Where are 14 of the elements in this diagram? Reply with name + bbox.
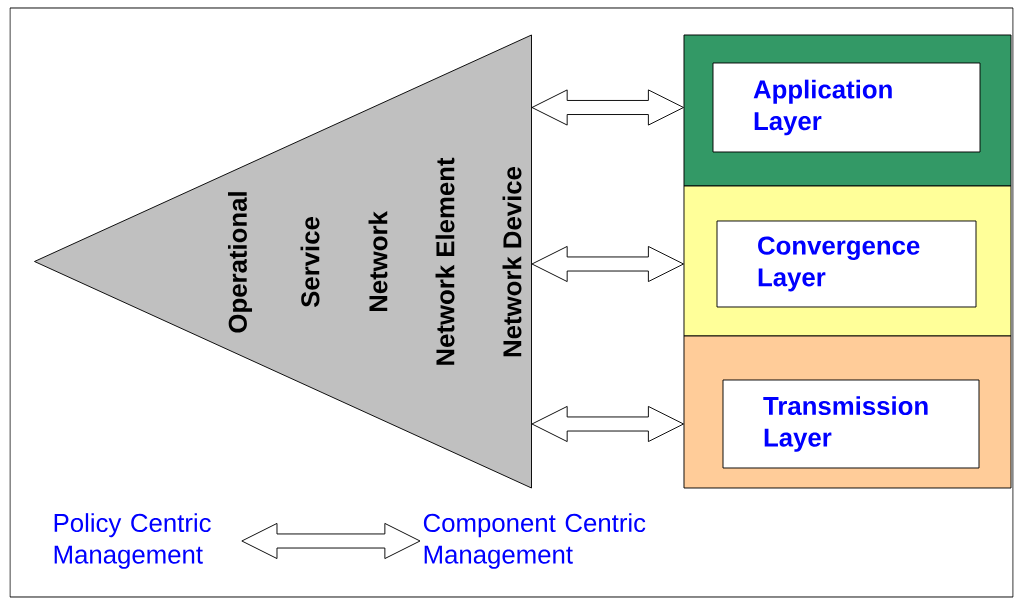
caption-text: Component Centric Management [423, 513, 646, 569]
caption-text: Policy Centric Management [54, 513, 211, 569]
layer-box: Transmission Layer [722, 379, 980, 469]
triangle-label: Network [368, 211, 388, 312]
layer-box: Application Layer [712, 62, 981, 153]
double-arrow [241, 522, 421, 560]
triangle-label: Network Element [435, 157, 455, 365]
double-arrow [531, 245, 684, 283]
triangle-label: Network Device [502, 166, 522, 357]
triangle-label: Operational [228, 192, 252, 333]
double-arrow [531, 89, 684, 126]
triangle-label: Service [300, 217, 320, 308]
layer-box: Convergence Layer [716, 220, 977, 308]
double-arrow [531, 405, 684, 443]
